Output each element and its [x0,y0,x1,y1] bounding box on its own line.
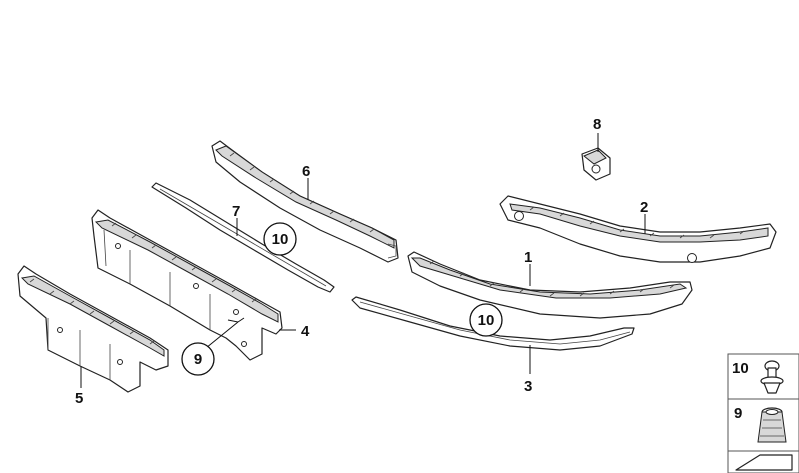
callout-9-circle [181,342,215,376]
callout-2: 2 [640,199,648,216]
callout-10-lower: 10 [478,312,495,329]
legend-label-9: 9 [734,405,742,422]
part-7-thin-strip [151,182,335,293]
part-3-lower-strip [351,296,635,351]
callout-4: 4 [301,323,310,340]
leader-9 [205,321,239,349]
leader-9b [227,317,245,323]
callout-8: 8 [593,116,601,133]
callout-10-circle-lower [469,303,503,337]
callout-1: 1 [524,249,532,266]
callout-7: 7 [232,203,240,220]
callout-5: 5 [75,390,83,407]
part-8-clip [581,147,611,181]
grommet-nut-icon [757,407,787,443]
callout-6: 6 [302,163,310,180]
callout-9: 9 [194,351,202,368]
part-1-main-trim [407,251,693,319]
part-5-plate-holder [17,265,169,393]
callout-10-circle-upper [263,222,297,256]
legend-panel: 10 9 [727,353,799,473]
legend-label-10: 10 [732,360,749,377]
tag-arrow-icon [735,454,793,471]
part-4-center-bracket [91,209,283,361]
part-6-upper-trim-strip [211,140,399,263]
push-rivet-icon [760,360,784,394]
callout-3: 3 [524,378,532,395]
part-2-right-trim [499,195,777,263]
legend-box-10 [727,353,799,400]
callout-10-upper: 10 [272,231,289,248]
